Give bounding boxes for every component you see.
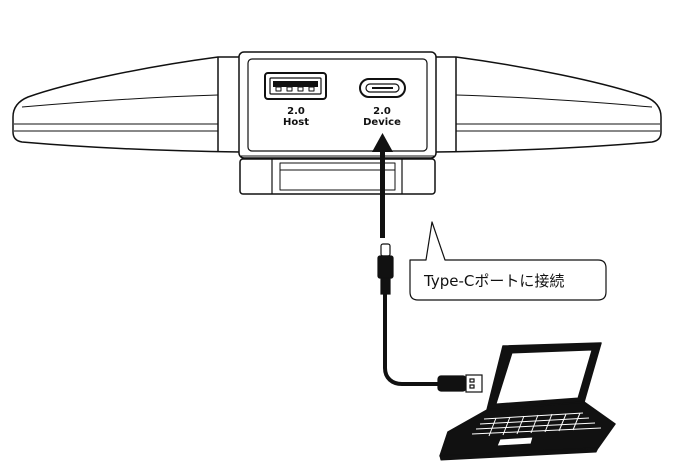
usb-a-port-role-label: Host: [283, 117, 309, 128]
laptop-trackpad: [496, 436, 534, 447]
usb-c-plug-icon: [377, 243, 394, 295]
laptop-keyboard: [471, 412, 602, 437]
laptop-icon: [439, 342, 616, 461]
cable-wire: [383, 292, 442, 386]
arrow-up-icon: [372, 133, 393, 238]
callout-bubble: [409, 221, 607, 301]
usb-a-plug-icon: [437, 374, 483, 393]
callout-text: Type-Cポートに接続: [423, 272, 564, 290]
speakerphone-device: [12, 51, 662, 195]
device-center-panel: [238, 51, 437, 159]
usb-c-port-version-label: 2.0: [373, 106, 391, 117]
usb-a-port-icon: [264, 72, 327, 100]
device-right-wing: [434, 56, 662, 153]
device-mount-stand: [239, 158, 436, 195]
usb-c-port-role-label: Device: [363, 117, 401, 128]
usb-c-to-usb-a-cable-icon: [377, 243, 483, 393]
device-left-wing: [12, 56, 241, 153]
usb-c-port-icon: [359, 78, 406, 98]
usb-a-port-version-label: 2.0: [287, 106, 305, 117]
